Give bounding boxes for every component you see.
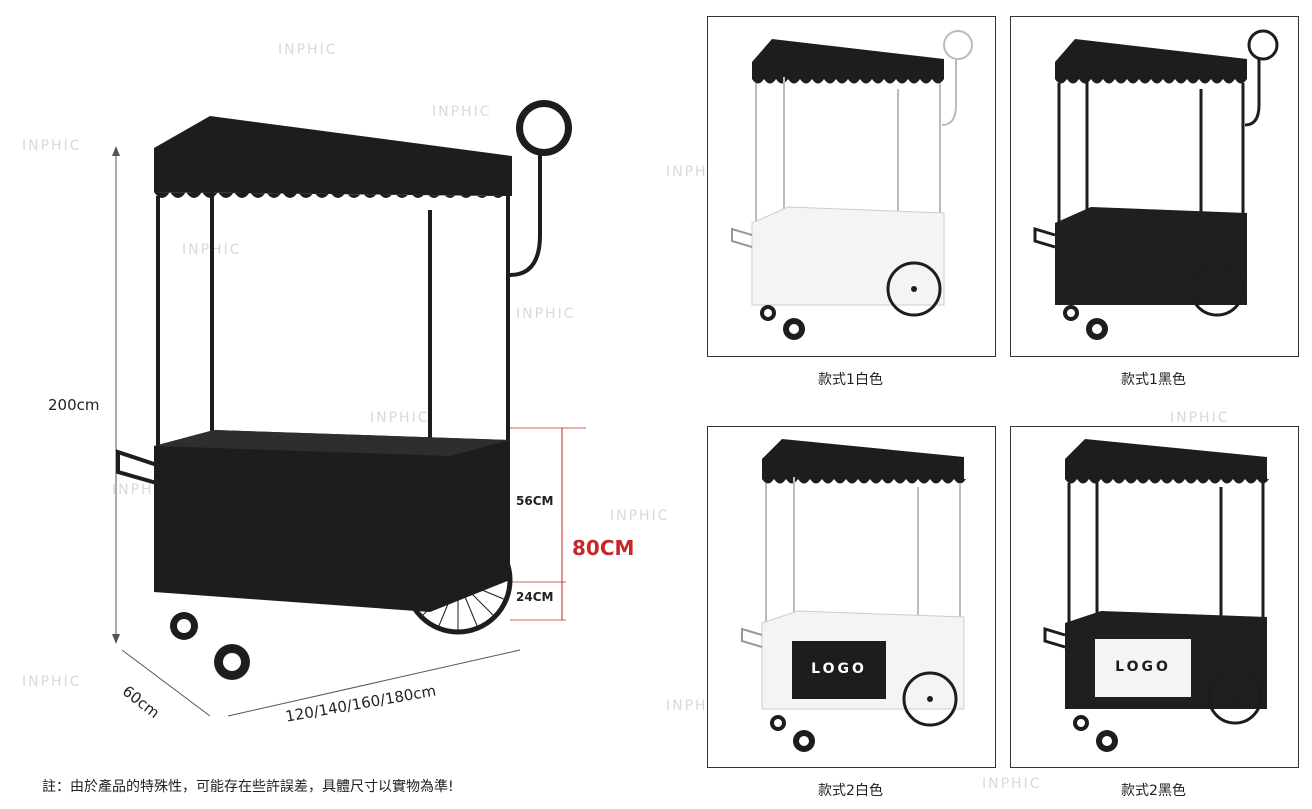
watermark: INPHIC: [22, 674, 82, 690]
cart-black-logo-icon: [1043, 439, 1269, 752]
watermark: INPHIC: [516, 306, 576, 322]
cart-black-icon: [1033, 29, 1279, 340]
counter-height-label: 80CM: [572, 536, 635, 560]
watermark: INPHIC: [432, 104, 492, 120]
variant-panel-2: [1010, 16, 1299, 357]
watermark: INPHIC: [982, 776, 1042, 792]
watermark: INPHIC: [1170, 410, 1230, 426]
dimension-lower-label: 24CM: [516, 590, 554, 604]
variant-panel-1: [707, 16, 996, 357]
main-cart-illustration: [112, 100, 586, 717]
variant-caption-1: 款式1白色: [818, 372, 883, 388]
cart-white-icon: [731, 30, 973, 340]
watermark: INPHIC: [610, 508, 670, 524]
variant-caption-4: 款式2黑色: [1121, 783, 1186, 799]
watermark: INPHIC: [22, 138, 82, 154]
logo-plate-text: LOGO: [1115, 659, 1171, 675]
dimension-height-label: 200cm: [48, 396, 100, 414]
variant-caption-2: 款式1黑色: [1121, 372, 1186, 388]
cart-white-logo-icon: [741, 439, 966, 752]
disclaimer-note: 註：由於產品的特殊性，可能存在些許誤差，具體尺寸以實物為準!: [42, 779, 454, 795]
logo-plate-text: LOGO: [811, 661, 867, 677]
watermark: INPHIC: [278, 42, 338, 58]
watermark: INPHIC: [370, 410, 430, 426]
variant-panel-3: LOGO: [707, 426, 996, 768]
variant-panel-4: LOGO: [1010, 426, 1299, 768]
variant-caption-3: 款式2白色: [818, 783, 883, 799]
dimension-upper-label: 56CM: [516, 494, 554, 508]
